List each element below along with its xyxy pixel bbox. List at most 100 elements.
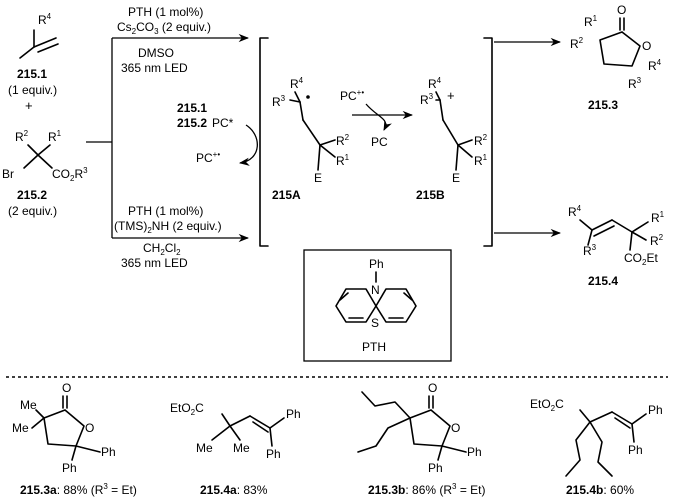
bond [593,225,615,237]
r1-label: R1 [336,153,350,168]
cycle-input-alkene: 215.1 [177,101,207,115]
cation-intermediate: R4 R3 + R2 R1 E 215B [416,76,488,202]
r2-label: R2 [650,233,664,248]
base-top: Cs2CO3 (2 equiv.) [117,20,211,36]
r4-label: R4 [568,204,582,219]
electron-transfer-arrow [365,103,392,131]
bromine-atom: Br [2,167,14,181]
solvent-top: DMSO [138,46,174,60]
photocatalyst-cycle-left: 215.1 215.2 PC* PC+• [177,101,258,166]
ester-e-label: E [314,171,322,185]
phenyl-label: Ph [369,257,384,271]
bond [269,417,285,429]
r3-label: R3 [628,76,642,91]
radical-compound-number: 215A [272,188,301,202]
example-label: 215.4a: 83% [200,483,268,497]
alkene-product: R4 R3 R1 R2 CO2Et 215.4 [568,204,665,288]
lactone-ring [409,409,451,447]
r2-label: R2 [570,36,584,51]
lactone-product: O R1 R2 O R4 R3 215.3 [570,3,662,112]
bond [631,423,635,443]
phenyl-top: Ph [286,407,301,421]
bond [319,144,336,158]
r1-label: R1 [584,14,598,29]
phenyl-bottom: Ph [62,461,77,475]
r4-label: R4 [648,58,662,73]
example-label: 215.4b: 60% [566,483,634,497]
bond [33,37,57,48]
phenyl-right: Ph [101,445,116,459]
r1-label: R1 [651,210,665,225]
bond [403,292,413,301]
solvent-bottom: CH2Cl2 [143,241,181,257]
bond [317,144,321,171]
bond [579,219,593,231]
bond [442,119,459,146]
oxidation-step: PC+• PC [340,88,414,149]
methyl-right: Me [233,441,250,455]
methyl-top: Me [20,398,37,412]
base-bottom: (TMS)2NH (2 equiv.) [114,219,222,235]
example-215-3b: O O Ph Ph 215.3b: 86% (R3 = Et) [357,381,486,497]
bond [299,101,304,121]
bond [631,221,649,233]
bond [457,139,473,146]
branch-connector [86,33,250,243]
catalyst-name: PTH [362,340,386,354]
radical-dot [306,95,310,99]
bond [587,229,593,246]
bromide-compound-number: 215.2 [17,188,47,202]
ester-group: EtO2C [530,397,564,413]
left-ring [335,288,377,323]
bracket-right [483,37,493,247]
bromoester-reagent: R2 R1 Br CO2R3 215.2 (2 equiv.) [2,129,88,218]
example-215-4a: EtO2C Ph Ph Me Me 215.4a: 83% [170,401,301,497]
bond [37,154,53,169]
r1-label: R1 [474,153,488,168]
methyl-left: Me [12,421,29,435]
bond [629,231,633,251]
r4-label: R4 [290,76,304,91]
methyl-left: Me [196,441,213,455]
conditions-top: PTH (1 mol%) Cs2CO3 (2 equiv.) DMSO 365 … [117,5,211,75]
bond [229,415,251,427]
bond [31,417,45,429]
r4-label: R4 [428,76,442,91]
example-label: 215.3a: 88% (R3 = Et) [20,482,137,497]
alkene-compound-number: 215.1 [17,67,47,81]
right-ring [375,288,417,323]
lactone-ring [599,31,641,67]
radical-intermediate: R4 R3 R2 R1 E 215A [272,76,350,202]
bond [302,119,321,146]
conditions-bottom: PTH (1 mol%) (TMS)2NH (2 equiv.) CH2Cl2 … [114,204,222,270]
alkene-r4-label: R4 [38,12,52,27]
bond [611,411,633,425]
mid-photocatalyst: PC [371,135,388,149]
bond [252,421,269,433]
bond [437,445,443,461]
bond [71,445,77,461]
propyl-chain-bottom [357,417,411,453]
photocatalyst-radical-cation: PC+• [196,150,220,165]
bond [339,292,349,301]
bond [211,425,231,441]
nitrogen-atom: N [371,283,380,297]
example-label: 215.3b: 86% (R3 = Et) [368,482,486,497]
bromide-equiv: (2 equiv.) [8,204,57,218]
phenyl-bottom: Ph [428,461,443,475]
lactone-ring [43,409,85,447]
excited-photocatalyst: PC* [212,116,234,130]
bond [439,99,444,121]
bond [614,417,631,429]
light-source-bottom: 365 nm LED [121,256,188,270]
propyl-chain-right [589,421,613,477]
bond [579,409,591,423]
bond [589,411,613,423]
bond [289,99,301,103]
cation-compound-number: 215B [416,188,445,202]
bond [455,144,459,171]
phenyl-top: Ph [648,403,663,417]
catalyst-loading-top: PTH (1 mol%) [128,5,203,19]
r2-label: R2 [336,133,350,148]
alkene-equiv: (1 equiv.) [8,83,57,97]
